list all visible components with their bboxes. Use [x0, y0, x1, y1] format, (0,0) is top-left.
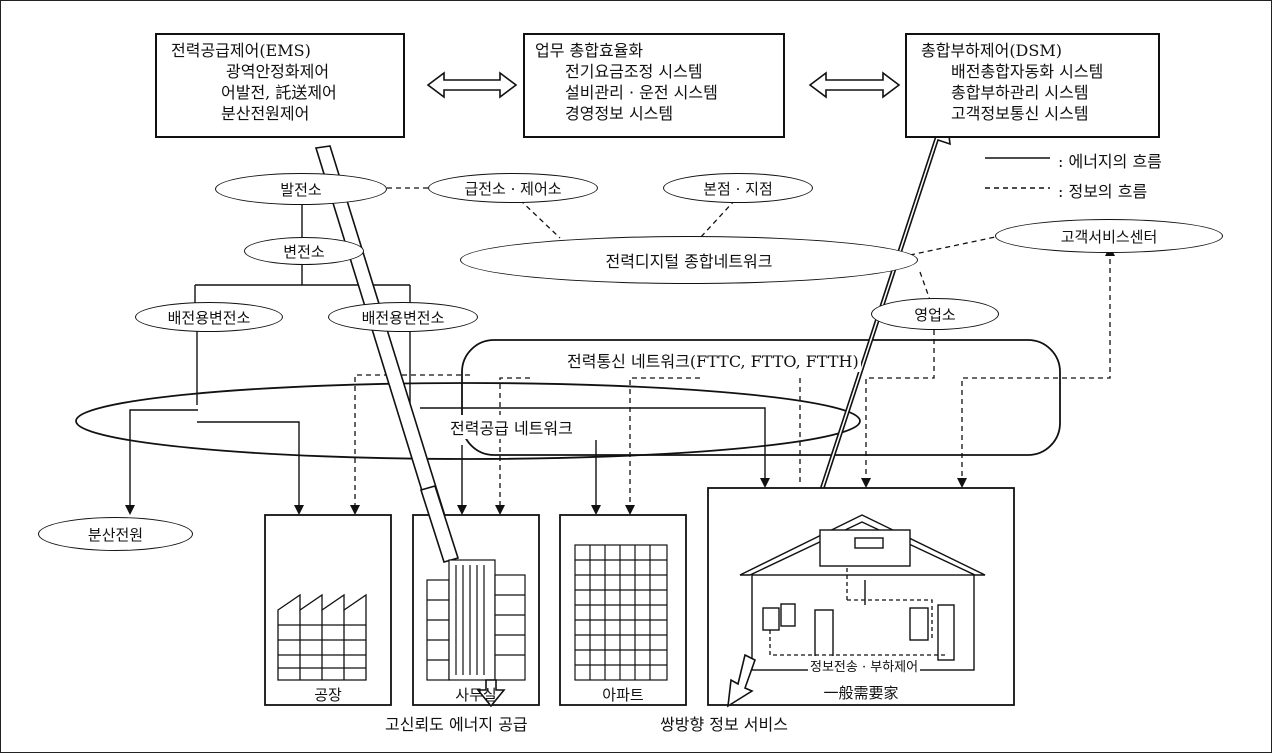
efficiency-line-1: 전기요금조정 시스템	[535, 61, 783, 82]
ems-box: 전력공급제어(EMS) 광역안정화제어 어발전, 託送제어 분산전원제어	[155, 33, 405, 138]
distributed-power-node: 분산전원	[38, 517, 193, 551]
apartment-label: 아파트	[560, 684, 686, 705]
factory-label: 공장	[265, 684, 391, 705]
ems-line-1: 광역안정화제어	[171, 61, 403, 82]
double-arrow-right	[810, 73, 899, 97]
efficiency-line-3: 경영정보 시스템	[535, 103, 783, 124]
double-arrow-left	[428, 73, 516, 97]
ems-line-3: 분산전원제어	[171, 103, 403, 124]
dist-substation-2-node: 배전용변전소	[328, 302, 478, 332]
efficiency-line-2: 설비관리 · 운전 시스템	[535, 82, 783, 103]
energy-supply-caption: 고신뢰도 에너지 공급	[385, 711, 528, 735]
digital-network-node: 전력디지털 종합네트워크	[460, 236, 918, 284]
dispatch-center-node: 급전소 · 제어소	[428, 173, 598, 203]
dsm-box: 총합부하제어(DSM) 배전총합자동화 시스템 총합부하관리 시스템 고객정보통…	[905, 33, 1160, 138]
efficiency-box: 업무 총합효율화 전기요금조정 시스템 설비관리 · 운전 시스템 경영정보 시…	[523, 33, 785, 138]
comm-network-label: 전력통신 네트워크(FTTC, FTTO, FTTH)	[565, 348, 861, 372]
sales-office-node: 영업소	[871, 298, 999, 330]
dsm-line-3: 고객정보통신 시스템	[921, 103, 1158, 124]
supply-network-label: 전력공급 네트워크	[448, 415, 575, 439]
efficiency-title: 업무 총합효율화	[535, 40, 783, 61]
substation-node: 변전소	[244, 237, 364, 265]
dsm-title: 총합부하제어(DSM)	[921, 40, 1158, 61]
dist-substation-1-node: 배전용변전소	[135, 302, 283, 332]
power-plant-node: 발전소	[215, 173, 387, 205]
house-inner-label: 정보전송 · 부하제어	[808, 656, 920, 675]
head-office-node: 본점 · 지점	[663, 173, 813, 203]
ems-line-2: 어발전, 託送제어	[171, 82, 403, 103]
info-service-caption: 쌍방향 정보 서비스	[660, 711, 788, 735]
factory-drawing	[278, 595, 366, 680]
info-arrowheads	[350, 246, 1115, 515]
apartment-drawing	[575, 545, 667, 680]
house-label: 一般需要家	[708, 682, 1014, 703]
dsm-line-1: 배전총합자동화 시스템	[921, 61, 1158, 82]
dsm-line-2: 총합부하관리 시스템	[921, 82, 1158, 103]
legend-info-label: : 정보의 흐름	[1058, 178, 1147, 202]
customer-center-node: 고객서비스센터	[995, 219, 1223, 253]
office-label: 사무실	[413, 684, 539, 705]
energy-arrowheads	[125, 478, 770, 515]
legend-energy-label: : 에너지의 흐름	[1058, 148, 1162, 172]
ems-title: 전력공급제어(EMS)	[171, 40, 403, 61]
